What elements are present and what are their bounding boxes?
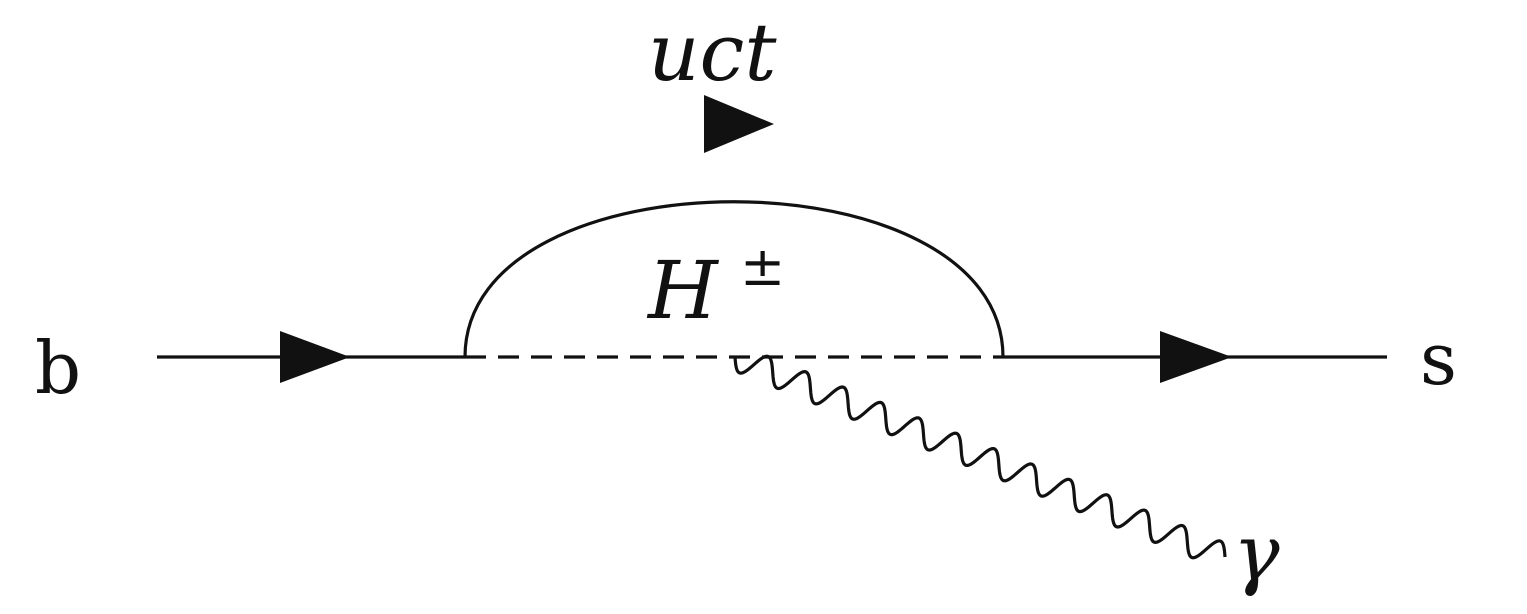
outgoing-quark-label: s (1420, 317, 1457, 401)
incoming-quark-arrow (280, 331, 350, 383)
incoming-quark-label: b (35, 326, 81, 410)
charged-higgs-label: H (646, 244, 720, 337)
loop-quarks-label: uct (648, 6, 777, 99)
outgoing-quark-arrow (1160, 331, 1232, 383)
quark-loop-arc (463, 200, 1005, 358)
quark-loop-arrow (704, 95, 774, 153)
photon-line (733, 354, 1227, 560)
charged-higgs-charge-label: ± (740, 235, 785, 298)
photon-label: γ (1233, 509, 1280, 599)
